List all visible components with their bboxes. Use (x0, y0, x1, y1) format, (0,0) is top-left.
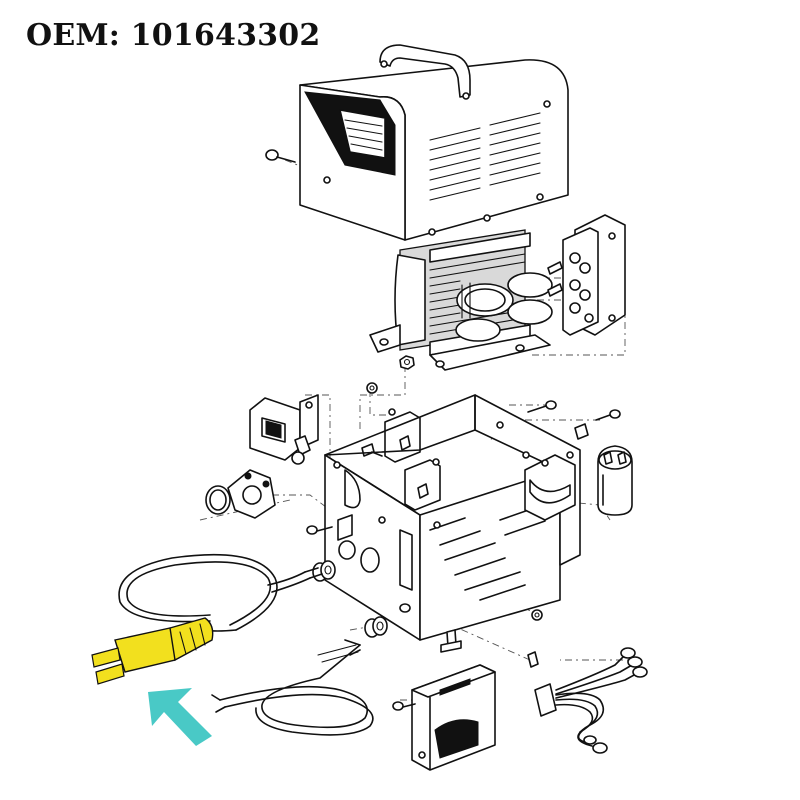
screw-upper-right (527, 400, 557, 413)
rectifier-bracket (524, 454, 576, 521)
page-title: OEM: 101643302 (26, 18, 321, 53)
ac-power-cord (91, 553, 323, 685)
terminal-block (547, 214, 626, 336)
carry-handle (379, 44, 471, 98)
ac-plug-highlighted (91, 617, 214, 685)
fuse-holder (227, 469, 276, 519)
screw-bottom-middle (440, 629, 462, 653)
screw-lower-right (595, 409, 621, 421)
hex-nut (399, 355, 415, 370)
screw-bottom-right (527, 651, 539, 668)
fuse-cap (205, 485, 231, 515)
ammeter (411, 664, 496, 771)
chassis-front-hole (344, 469, 361, 509)
cover-screw (265, 149, 296, 163)
diode-bracket-upper (384, 408, 421, 463)
transformer (369, 229, 553, 371)
arrow-up-right-icon (148, 688, 212, 746)
small-nut-top (366, 382, 378, 394)
transformer-coils (455, 272, 553, 342)
cover-vents-side (344, 119, 383, 151)
wire-harness (534, 647, 648, 754)
clip-right (574, 423, 589, 440)
nut-bottom-right (531, 609, 543, 621)
strain-relief-upper (312, 560, 336, 582)
chassis (324, 394, 581, 641)
dc-output-cord (211, 639, 374, 736)
top-cover (299, 44, 569, 241)
ring-terminals (583, 647, 648, 754)
ammeter-screw (392, 701, 416, 711)
diode-bracket-lower (404, 458, 441, 511)
cover-vents-front (429, 112, 541, 201)
screw-chassis-left (306, 525, 333, 535)
timer-switch (249, 394, 319, 465)
capacitor (597, 445, 633, 516)
strain-relief-lower (364, 616, 388, 638)
